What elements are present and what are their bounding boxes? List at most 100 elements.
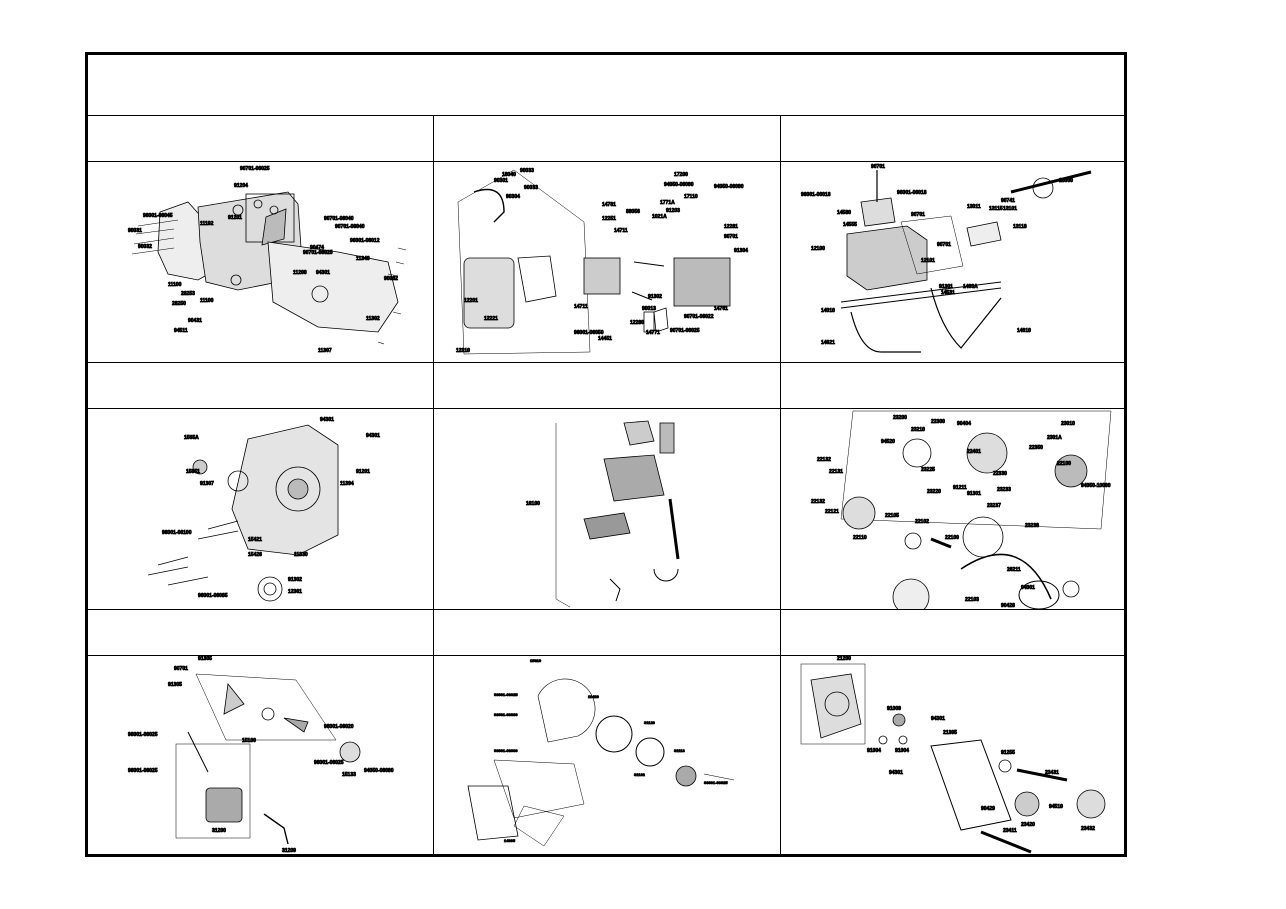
cell-label-4 [88, 363, 433, 408]
callout: 14621 [821, 340, 835, 346]
rule [88, 115, 1124, 116]
callout: 23210 [911, 427, 925, 433]
callout: 31113 [674, 748, 685, 753]
callout: 90033 [524, 185, 538, 191]
callout: 90474 [310, 245, 324, 251]
callout: 90701-06025 [240, 166, 270, 172]
callout: 94001 [1021, 585, 1035, 591]
callout: 1021A [652, 214, 667, 220]
figure-crankcase-cover: 94301 94301 1565A 15651 91307 91201 1139… [88, 409, 433, 609]
callout: 31120 [644, 720, 656, 725]
callout: 96001-06050 [574, 330, 604, 336]
rule [88, 609, 1124, 610]
figure-starter-motor: 91305 90701 91305 96001-06025 96001-0602… [88, 656, 433, 856]
callout: 91255 [1001, 750, 1015, 756]
callout: 91204 [234, 183, 248, 189]
callout: 94301 [889, 770, 903, 776]
callout: 23220 [927, 489, 941, 495]
rule [88, 408, 1124, 409]
callout: 22103 [965, 597, 979, 603]
rule [88, 655, 1124, 656]
callout: 16100 [526, 501, 540, 507]
callout: 22131 [829, 469, 843, 475]
callout: 94301 [366, 433, 380, 439]
callout: 94301 [316, 270, 330, 276]
callout: 90701-06025 [670, 328, 700, 334]
callout: 96001-06045 [143, 213, 173, 219]
callout: 26211 [1007, 567, 1021, 573]
callout: 11410 [588, 694, 600, 699]
callout: 23233 [997, 487, 1011, 493]
callout: 96001-06030 [494, 712, 518, 717]
callout: 22110 [853, 535, 867, 541]
callout: 94050-06080 [714, 184, 744, 190]
callout: 91201 [228, 215, 242, 221]
rule [780, 116, 781, 854]
callout: 21200 [837, 656, 851, 662]
cell-label-6 [781, 363, 1127, 408]
callout: 15651 [186, 469, 200, 475]
figure-cylinder-head: 18040 90033 90301 90033 90304 17200 9405… [434, 162, 780, 362]
callout: 23238 [1025, 523, 1039, 529]
callout: 90013 [642, 306, 656, 312]
callout: 22121 [825, 509, 839, 515]
callout: 90701-06040 [335, 224, 365, 230]
callout: 13101 [1003, 206, 1017, 212]
callout: 15426 [248, 552, 262, 558]
callout: 15133 [342, 772, 356, 778]
callout: 14580 [837, 210, 851, 216]
callout: 14555 [843, 222, 857, 228]
callout: 96001-06025 [128, 732, 158, 738]
callout: 90431 [188, 318, 202, 324]
callout: 23431 [1045, 770, 1059, 776]
callout: 91304 [734, 248, 748, 254]
callout: 23432 [1081, 826, 1095, 832]
callout: 2301A [1047, 435, 1062, 441]
callout: 23200 [893, 415, 907, 421]
callout: 17110 [684, 194, 698, 200]
callout: 90032 [138, 244, 152, 250]
rule [88, 161, 1124, 162]
callout: 90701-06040 [324, 216, 354, 222]
callout: 12100 [811, 246, 825, 252]
figure-carburetor: 16100 [434, 409, 780, 609]
callout: 94301 [931, 716, 945, 722]
callout: 13000 [1059, 178, 1073, 184]
callout: 23237 [987, 503, 1001, 509]
callout: 96001-06025 [704, 780, 728, 785]
callout: 13011 [967, 204, 981, 210]
callout: 18040 [502, 172, 516, 178]
callout: 12310 [456, 348, 470, 354]
callout-group: 23200 22300 90404 23210 23010 94520 2301… [811, 415, 1111, 610]
callout: 90701 [911, 212, 925, 218]
callout: 90429 [981, 806, 995, 812]
callout: 96001-06012 [350, 238, 380, 244]
rule [88, 362, 1124, 363]
callout: 31200 [212, 828, 226, 834]
callout: 94511 [174, 328, 188, 334]
callout: 14711 [574, 304, 588, 310]
callout: 96001-06018 [801, 192, 831, 198]
callout: 22132 [811, 499, 825, 505]
callout: 91307 [200, 481, 214, 487]
callout: 90033 [520, 168, 534, 174]
callout: 90741 [1001, 198, 1015, 204]
callout: 11340 [356, 256, 370, 262]
callout: 14711 [614, 228, 628, 234]
callout: 15310 [530, 658, 542, 663]
callout-group: 90701 96001-06018 96001-06018 14580 1455… [801, 164, 1074, 347]
callout: 12361 [288, 589, 302, 595]
callout: 91009 [887, 706, 901, 712]
callout: 91305 [198, 656, 212, 662]
callout: 91302 [648, 294, 662, 300]
callout: 11192 [200, 221, 214, 227]
callout: 90701 [937, 242, 951, 248]
callout: 96001-06085 [198, 593, 228, 599]
callout: 91301 [939, 284, 953, 290]
callout: 22132 [817, 457, 831, 463]
callout: 1463A [963, 284, 978, 290]
callout: 22401 [967, 449, 981, 455]
callout: 90304 [506, 194, 520, 200]
callout: 11100 [168, 282, 182, 288]
callout: 96001-06030 [494, 748, 518, 753]
